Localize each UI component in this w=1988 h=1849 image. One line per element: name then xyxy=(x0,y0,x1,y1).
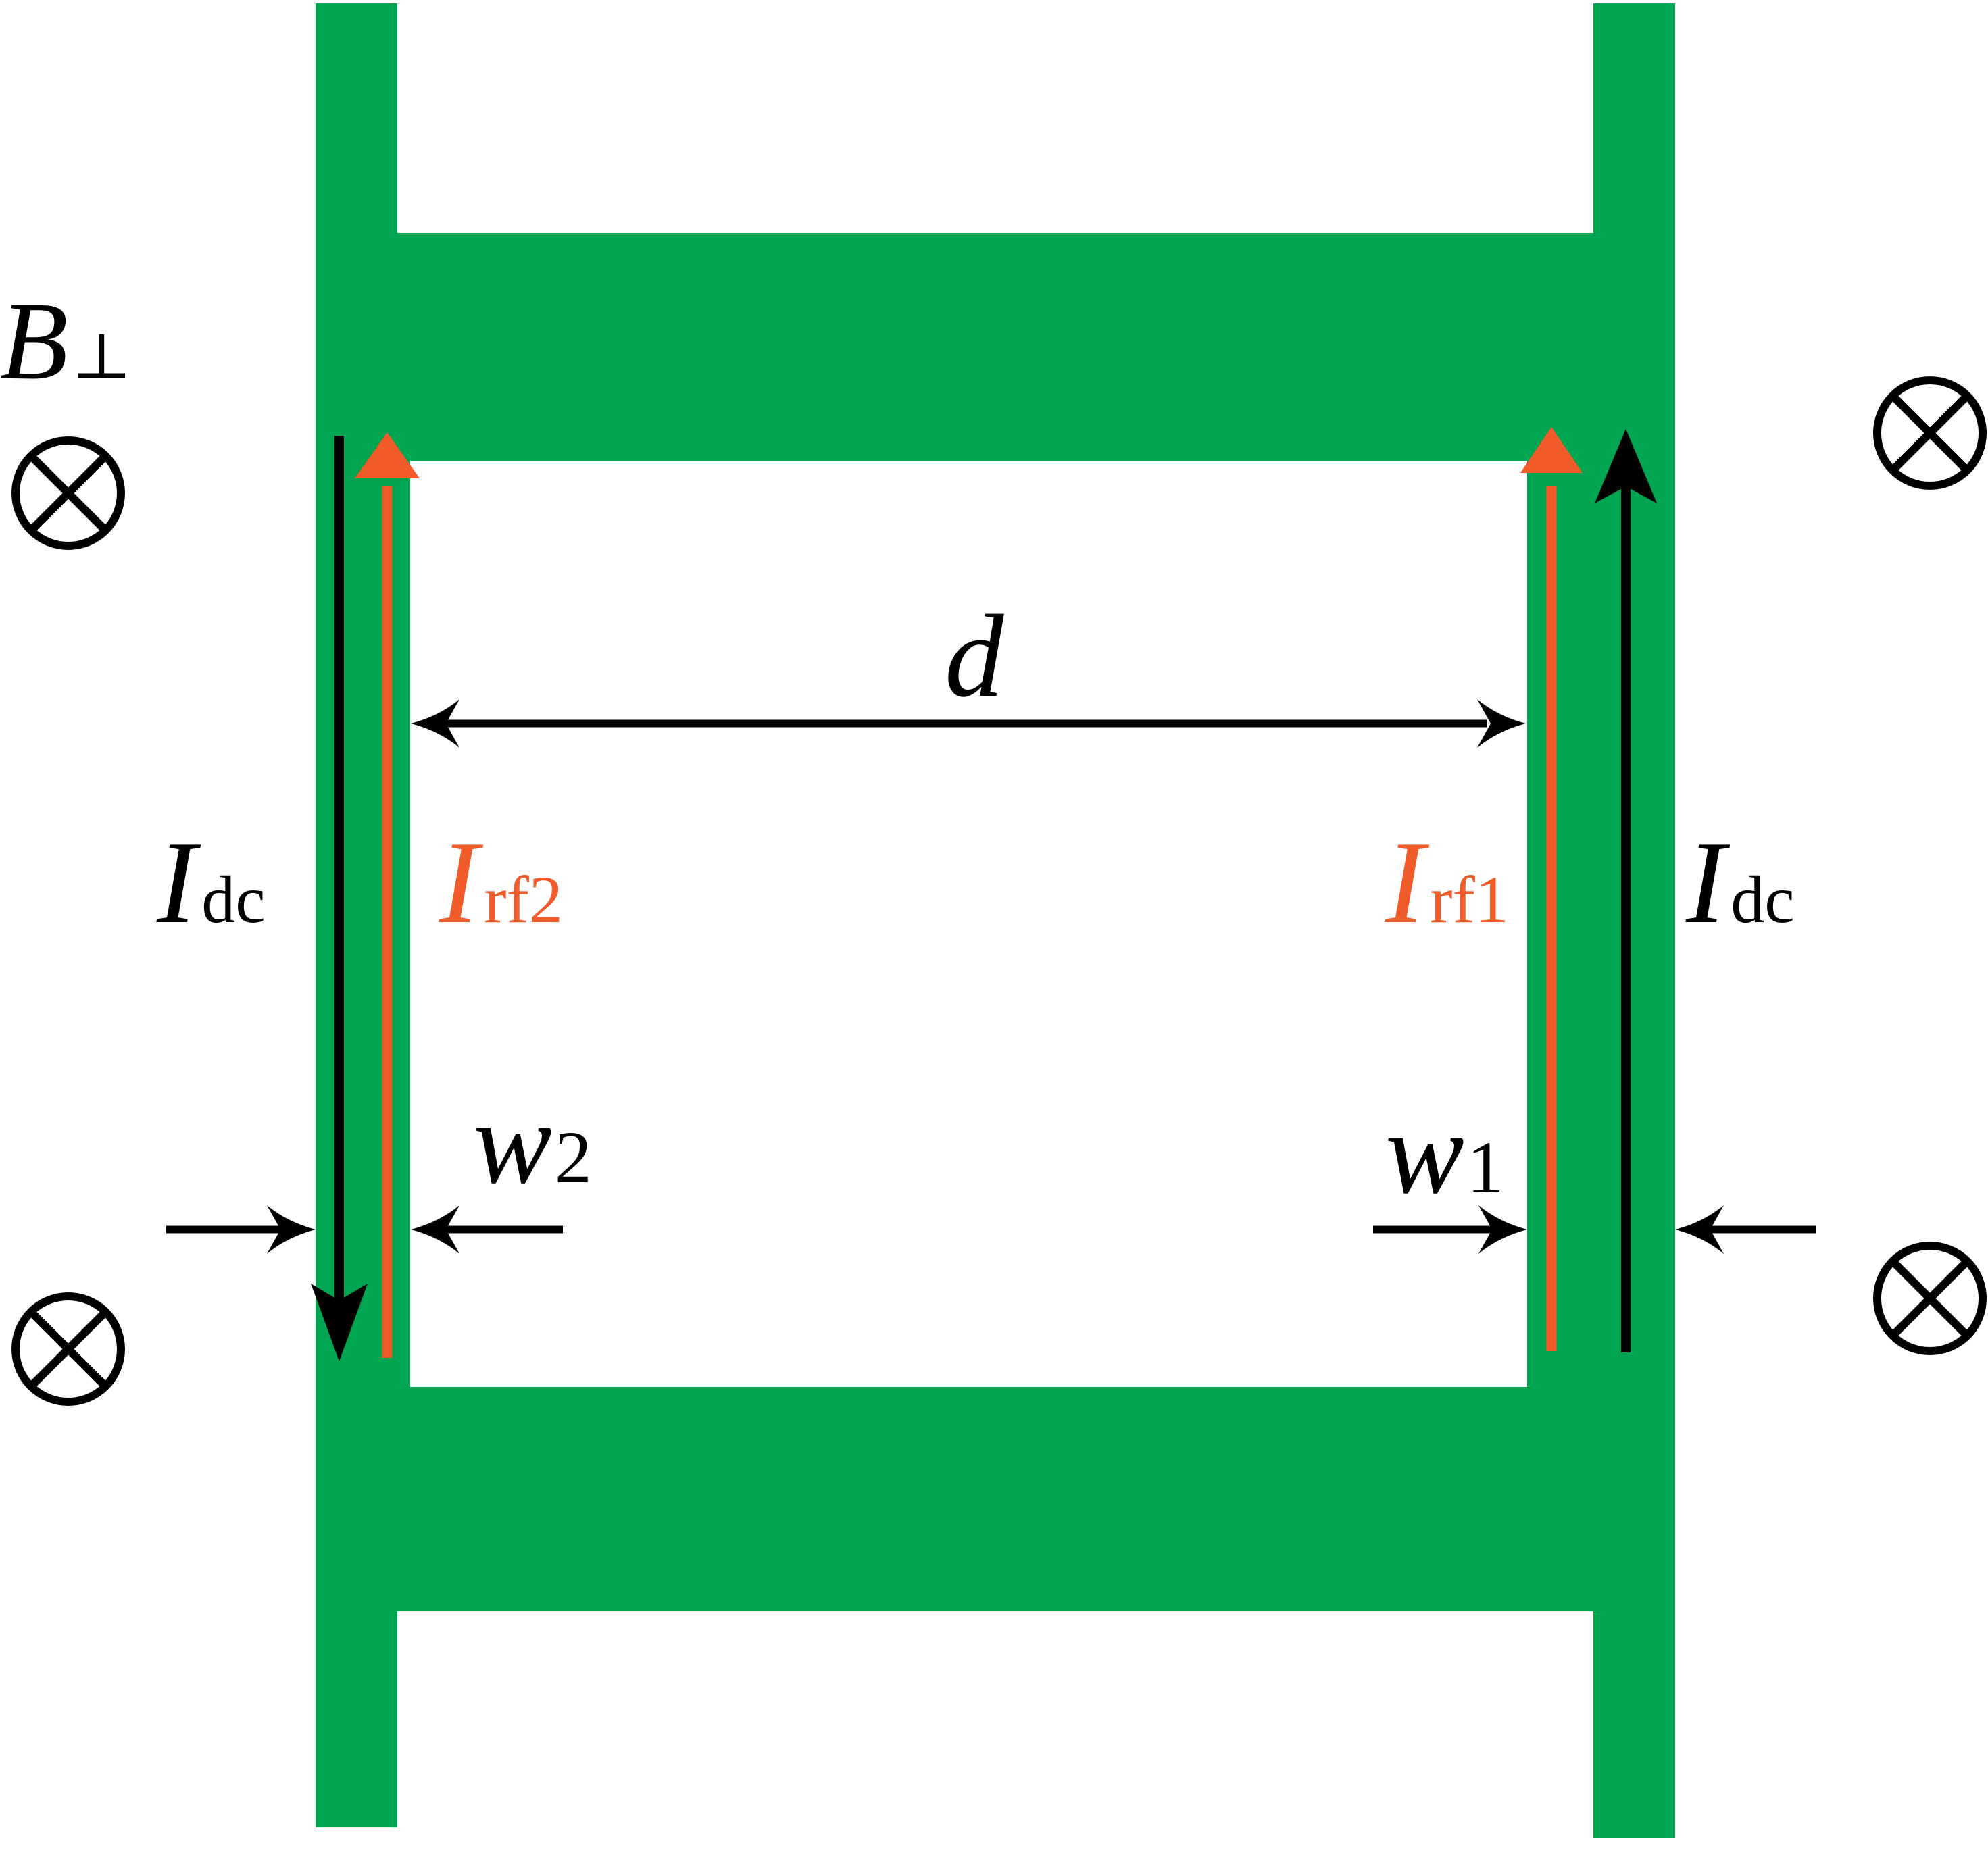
rf-arrow-1 xyxy=(1520,427,1583,1351)
dc-current-label-right: Idc xyxy=(1685,817,1795,948)
rf-current-2-label: Irf2 xyxy=(439,817,563,948)
dc-arrow-right xyxy=(1595,429,1657,1352)
circle-cross-icon xyxy=(1873,1242,1987,1355)
bottom-bar xyxy=(316,1387,1675,1611)
separation-label: d xyxy=(945,590,1004,721)
left-strip-w2 xyxy=(316,461,410,1387)
dc-current-label-left: Idc xyxy=(156,817,266,948)
field-label: B⊥ xyxy=(0,279,132,403)
rf-arrow-2 xyxy=(355,432,420,1358)
dc-arrow-left xyxy=(311,436,368,1361)
top-bar xyxy=(316,233,1675,461)
conductor-frame xyxy=(316,3,1675,1838)
width-1-arrows xyxy=(1373,1205,1816,1254)
width-2-arrows xyxy=(166,1205,563,1254)
separation-arrow xyxy=(411,699,1526,748)
width-1-label: w1 xyxy=(1385,1087,1504,1218)
circle-cross-icon xyxy=(11,436,125,550)
circle-cross-icon xyxy=(1873,376,1987,490)
rf-current-1-label: Irf1 xyxy=(1385,817,1509,948)
width-2-label: w2 xyxy=(473,1077,592,1208)
circle-cross-icon xyxy=(11,1292,125,1406)
